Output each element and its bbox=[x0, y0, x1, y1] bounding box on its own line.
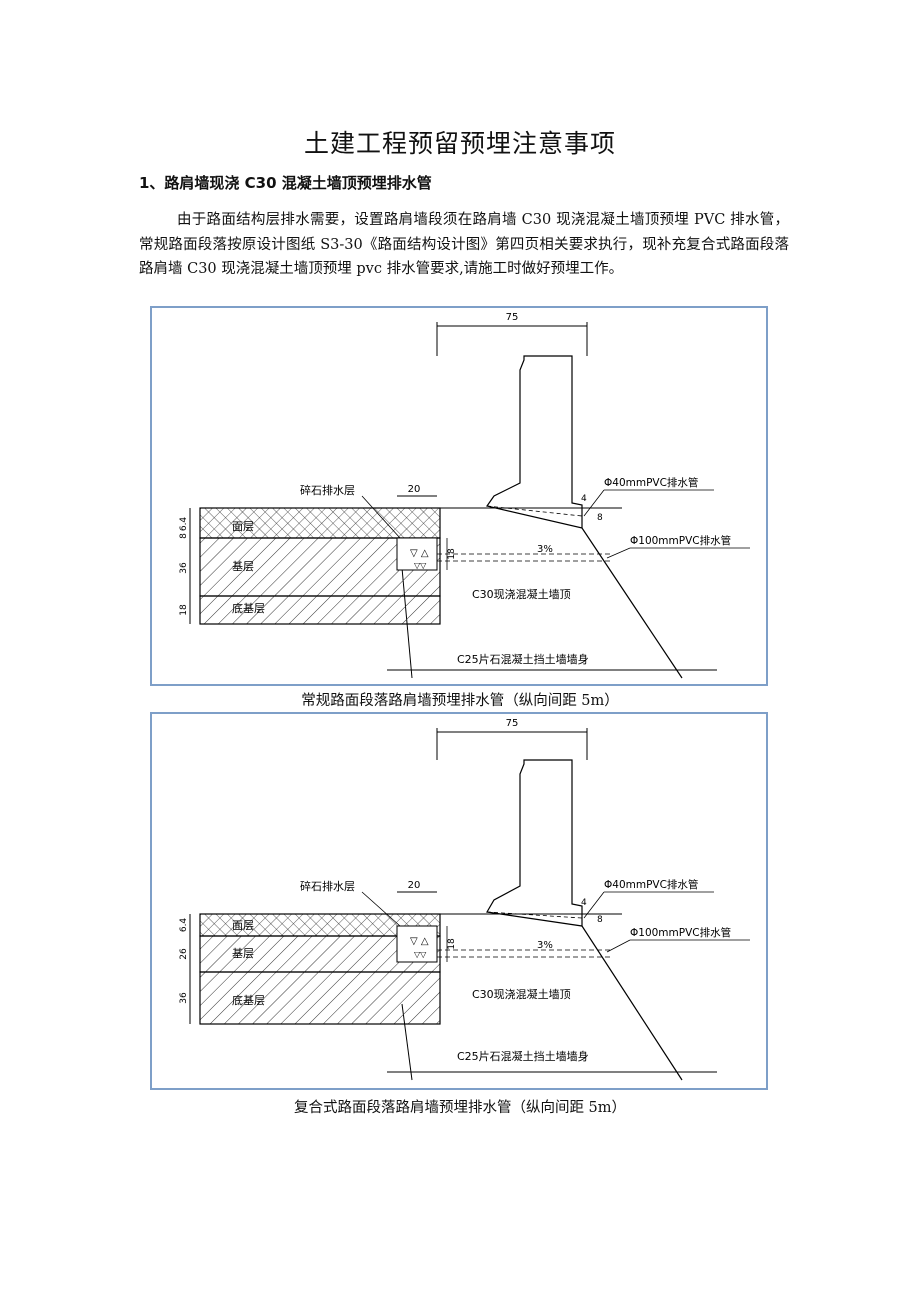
dim-gravel-height: 18 bbox=[447, 548, 457, 560]
section-heading: 1、路肩墙现浇 C30 混凝土墙顶预埋排水管 bbox=[139, 174, 432, 192]
label-surface-layer: 面层 bbox=[232, 919, 254, 932]
parapet-outline bbox=[485, 355, 583, 529]
dim-gravel-width: 20 bbox=[408, 484, 421, 495]
gravel-drain-box bbox=[396, 925, 438, 963]
dim-pipe-small-2: 8 bbox=[597, 915, 603, 925]
page-title: 土建工程预留预埋注意事项 bbox=[303, 129, 616, 158]
svg-text:▽ △: ▽ △ bbox=[410, 936, 429, 947]
label-base-layer: 基层 bbox=[232, 947, 254, 960]
pipe-small bbox=[486, 911, 583, 919]
figure-conventional-pavement: 75 ▽ △ ▽▽ 面层 基层 底基层 6.4 8 36 18 碎石排水层 20… bbox=[150, 306, 768, 686]
subbase-layer bbox=[199, 971, 441, 1025]
label-subbase-layer: 底基层 bbox=[232, 993, 265, 1007]
label-pipe-small: Φ40mmPVC排水管 bbox=[604, 878, 698, 891]
label-subbase-layer: 底基层 bbox=[232, 601, 265, 615]
drawing-composite: 75 ▽ △ ▽▽ 面层 基层 底基层 6.4 26 36 碎石排水层 20 1… bbox=[179, 718, 750, 1081]
label-slope: 3% bbox=[537, 940, 553, 951]
figure-composite-pavement: 75 ▽ △ ▽▽ 面层 基层 底基层 6.4 26 36 碎石排水层 20 1… bbox=[150, 712, 768, 1090]
dim-base: 36 bbox=[179, 562, 189, 574]
surface-layer bbox=[199, 507, 441, 539]
svg-text:▽▽: ▽▽ bbox=[414, 561, 427, 570]
label-pipe-large: Φ100mmPVC排水管 bbox=[630, 534, 731, 547]
dim-surface-2: 8 bbox=[179, 533, 189, 539]
label-surface-layer: 面层 bbox=[232, 520, 254, 533]
dim-subbase: 18 bbox=[179, 604, 189, 616]
label-pipe-large: Φ100mmPVC排水管 bbox=[630, 926, 731, 939]
caption-figure-2: 复合式路面段落路肩墙预埋排水管（纵向间距 5m） bbox=[293, 1100, 627, 1116]
label-slope: 3% bbox=[537, 544, 553, 555]
wall-back-slope bbox=[581, 925, 683, 1081]
dim-subbase: 36 bbox=[179, 992, 189, 1004]
label-wall-body: C25片石混凝土挡土墙墙身 bbox=[457, 1049, 589, 1063]
label-gravel-drain-layer: 碎石排水层 bbox=[300, 879, 355, 893]
label-gravel-drain-layer: 碎石排水层 bbox=[300, 483, 355, 497]
dim-gravel-height: 18 bbox=[447, 938, 457, 950]
dim-surface: 6.4 bbox=[179, 918, 189, 933]
dim-top-width: 75 bbox=[506, 718, 519, 729]
dim-base: 26 bbox=[179, 948, 189, 960]
dim-gravel-width: 20 bbox=[408, 880, 421, 891]
pipe-small bbox=[486, 505, 583, 517]
caption-figure-1: 常规路面段落路肩墙预埋排水管（纵向间距 5m） bbox=[301, 693, 619, 709]
dim-pipe-small-2: 8 bbox=[597, 513, 603, 523]
label-wall-top: C30现浇混凝土墙顶 bbox=[472, 587, 571, 601]
label-wall-top: C30现浇混凝土墙顶 bbox=[472, 987, 571, 1001]
wall-back-slope bbox=[581, 527, 683, 679]
dim-top-width: 75 bbox=[506, 312, 519, 323]
body-paragraph: 由于路面结构层排水需要，设置路肩墙段须在路肩墙 C30 现浇混凝土墙顶预埋 PV… bbox=[139, 212, 789, 277]
svg-text:▽▽: ▽▽ bbox=[414, 950, 427, 959]
label-base-layer: 基层 bbox=[232, 560, 254, 573]
drawing-conventional: 75 ▽ △ ▽▽ 面层 基层 底基层 6.4 8 36 18 碎石排水层 20… bbox=[179, 312, 750, 679]
label-pipe-small: Φ40mmPVC排水管 bbox=[604, 476, 698, 489]
dim-surface: 6.4 bbox=[179, 517, 189, 532]
subbase-layer bbox=[199, 595, 441, 625]
svg-text:▽ △: ▽ △ bbox=[410, 548, 429, 559]
dim-pipe-small: 4 bbox=[581, 494, 587, 504]
dim-pipe-small: 4 bbox=[581, 898, 587, 908]
label-wall-body: C25片石混凝土挡土墙墙身 bbox=[457, 652, 589, 666]
parapet-outline bbox=[486, 759, 583, 927]
